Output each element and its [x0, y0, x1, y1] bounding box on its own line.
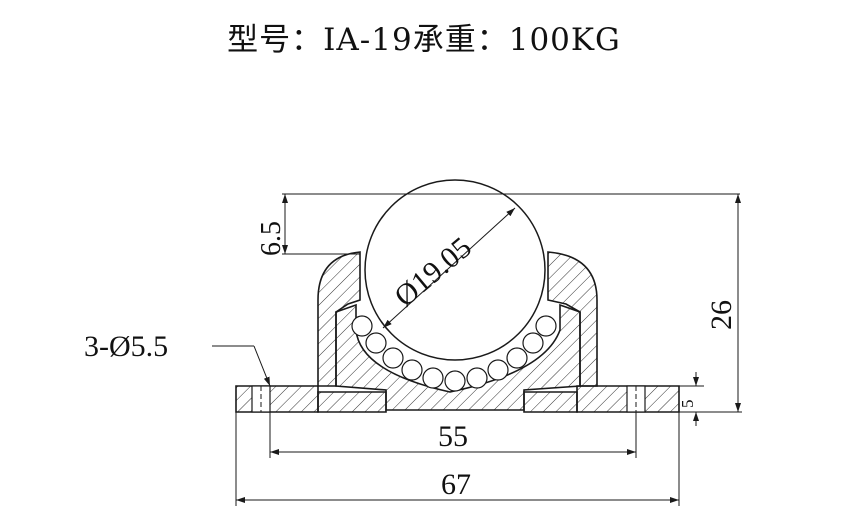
- support-balls: [351, 315, 557, 392]
- support-ball: [351, 315, 373, 337]
- support-ball: [401, 359, 423, 381]
- support-ball: [466, 367, 488, 389]
- hole-spacing-dimension: 55: [269, 412, 637, 458]
- base-bottom-right: [523, 391, 578, 413]
- base-bottom: [317, 391, 387, 413]
- holes-callout: 3-Ø5.5: [84, 330, 271, 387]
- base-thickness-label: 5: [678, 400, 697, 409]
- left-housing-wall: [317, 251, 361, 387]
- hole-spacing-label: 55: [438, 420, 468, 453]
- support-ball: [422, 367, 444, 389]
- top-offset-dimension: 6.5: [256, 193, 740, 256]
- support-ball: [535, 315, 557, 337]
- support-ball: [444, 370, 466, 392]
- top-offset-label: 6.5: [256, 221, 287, 256]
- overall-width-dimension: 67: [235, 412, 680, 506]
- holes-label: 3-Ø5.5: [84, 330, 168, 363]
- total-height-label: 26: [705, 300, 738, 330]
- overall-width-label: 67: [441, 468, 471, 501]
- total-height-dimension: 26: [679, 194, 742, 413]
- support-ball: [487, 359, 509, 381]
- support-ball: [382, 347, 404, 369]
- support-ball: [365, 332, 387, 354]
- right-housing-wall: [547, 251, 598, 387]
- model-title: 型号：IA-19承重：100KG: [227, 22, 621, 58]
- support-ball: [522, 332, 544, 354]
- left-flange: [235, 385, 319, 413]
- ball-diameter-leader: [382, 207, 516, 329]
- support-ball: [506, 347, 528, 369]
- base-thickness-dimension: 5: [678, 372, 704, 426]
